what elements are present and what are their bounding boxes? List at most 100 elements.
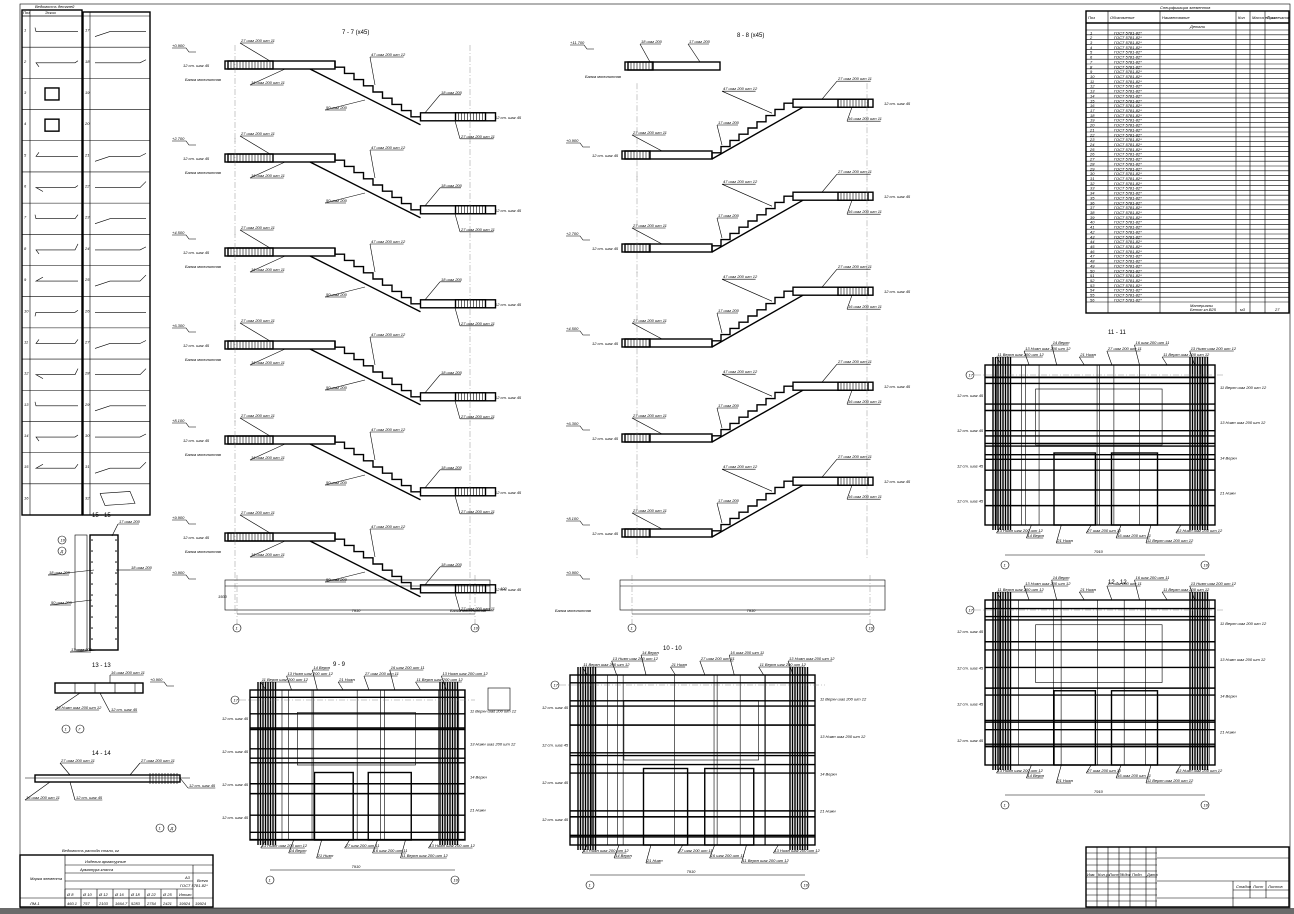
callout-label: 16 шаг 200 шт 11 — [374, 848, 408, 853]
leader-line — [1056, 524, 1062, 544]
spec-gost: ГОСТ 5781-82* — [1114, 55, 1142, 60]
stair-soffit — [309, 540, 421, 598]
title-sheets: Листов — [1267, 884, 1283, 889]
landing-slab — [621, 433, 713, 443]
stair-steps — [711, 385, 793, 442]
leader-line — [1023, 585, 1030, 601]
leader-line — [846, 295, 853, 310]
level-label: +8.100 — [172, 418, 185, 423]
title-block-label: №док — [1120, 872, 1132, 877]
schedule-pos: 26 — [84, 308, 90, 313]
spec-gost: ГОСТ 5781-82* — [1114, 268, 1142, 273]
callout-label: 47 шаг 200 шт 12 — [371, 524, 406, 529]
dim-label: 7910 — [747, 608, 757, 613]
rebar-dot — [91, 627, 93, 629]
stair-steps — [334, 341, 421, 398]
callout-label: 18 шаг 200 — [441, 183, 463, 188]
spec-gost: ГОСТ 5781-82* — [1114, 263, 1142, 268]
rebar-dot — [91, 616, 93, 618]
stair-sections: 27 шаг 200 шт 11 16 шаг 200 шт 11 47 шаг 2… — [172, 38, 911, 633]
rebar-dot — [91, 638, 93, 640]
stair-steps — [334, 436, 421, 493]
leader-line — [239, 42, 271, 62]
spec-pos: 53 — [1090, 283, 1095, 288]
callout-label: 27 шаг 200 шт 11 — [460, 509, 495, 514]
beam-elevation — [619, 579, 886, 611]
bar-sketch — [44, 87, 60, 101]
callout-label: 11 Верхн шаг 200 шт 12 — [1163, 587, 1210, 592]
materials-value: 5283 — [131, 901, 141, 906]
materials-value: 460.1 — [67, 901, 77, 906]
materials-gost: ГОСТ 5781-82* — [180, 883, 208, 888]
spec-gost: ГОСТ 5781-82* — [1114, 181, 1142, 186]
slab — [227, 60, 274, 70]
spec-pos: 36 — [1090, 200, 1095, 205]
level-mark — [172, 327, 196, 333]
schedule-pos: 8 — [24, 246, 27, 251]
leader-line — [400, 839, 406, 859]
spec-gost: ГОСТ 5781-82* — [1114, 166, 1142, 171]
leader-line — [1056, 764, 1062, 784]
leader-line — [239, 514, 271, 534]
callout-label: 27 шаг 200 шт 11 — [460, 134, 495, 139]
spec-pos: 46 — [1090, 249, 1095, 254]
callout-label: 27 шаг 200 шт 11 — [837, 454, 872, 459]
section-title-10-10: 10 - 10 — [663, 646, 682, 652]
spec-pos: 9 — [1090, 69, 1093, 74]
bar-sketch — [95, 368, 147, 375]
axis-bubble — [627, 623, 637, 633]
title-block-label: Кол.уч — [1098, 872, 1110, 877]
landing-slab — [419, 205, 497, 215]
callout-label: 17 шаг 200 — [718, 120, 740, 125]
callout-label: 12 ст. шаг 45 — [189, 783, 216, 788]
leader-line — [260, 839, 267, 849]
callout-label: 12 ст. шаг 45 — [111, 707, 138, 712]
schedule-pos: 15 — [24, 464, 29, 469]
bar-sketch — [34, 401, 78, 407]
leader-line — [454, 307, 461, 326]
landing-slab — [224, 435, 336, 445]
axis-bubble — [232, 623, 242, 633]
callout-label: 50 шаг 200 — [326, 292, 348, 297]
leader-line — [645, 844, 652, 864]
schedule-pos: 3 — [24, 90, 27, 95]
bar-sketch — [35, 152, 78, 157]
section-title-9-9: 9 - 9 — [333, 662, 346, 668]
materials-class: А3 — [184, 875, 191, 880]
callout-label: 27 шаг 200 шт 11 — [837, 359, 872, 364]
callout-label: 14 Верхн — [642, 650, 660, 655]
axis-label: 17 — [969, 373, 974, 378]
beam-label: Балка монолитная — [185, 357, 222, 362]
axis-bubble — [585, 880, 595, 890]
spec-pos: 13 — [1090, 89, 1095, 94]
schedule-pos: 18 — [85, 59, 90, 64]
stair-steps — [334, 61, 421, 118]
callout-label: 12 ст. шаг 45 — [592, 436, 619, 441]
stair-soffit — [711, 389, 804, 443]
leader-line — [179, 777, 189, 789]
leader-line — [996, 764, 1002, 774]
axis-label: 1 — [269, 878, 271, 883]
spec-gost: ГОСТ 5781-82* — [1114, 108, 1142, 113]
spec-pos: 35 — [1090, 195, 1095, 200]
schedule-pos: 7 — [24, 215, 27, 220]
callout-label: 16 шаг 200 шт 11 — [1117, 533, 1151, 538]
beam-label: Балка монолитная — [185, 170, 222, 175]
callout-label: 47 шаг 200 шт 12 — [371, 239, 406, 244]
leader-line — [846, 200, 853, 215]
stair-steps — [334, 533, 421, 590]
stair-soffit — [711, 106, 804, 160]
leader-line — [454, 400, 461, 419]
stair-steps — [711, 480, 793, 537]
opening-frame — [1053, 690, 1097, 766]
label: Поз — [23, 10, 30, 15]
callout-label: 21 Нижн — [670, 662, 687, 667]
callout-label: 12 ст. шаг 45 — [222, 815, 249, 820]
callout-label: 16 шаг 200 шт 11 — [251, 455, 285, 460]
spec-gost: ГОСТ 5781-82* — [1114, 127, 1142, 132]
opening-frame — [367, 771, 412, 841]
spec-pos: 22 — [1089, 132, 1095, 137]
callout-label: 16 шаг 200 шт 11 — [26, 795, 60, 800]
schedule-pos: 20 — [84, 121, 90, 126]
